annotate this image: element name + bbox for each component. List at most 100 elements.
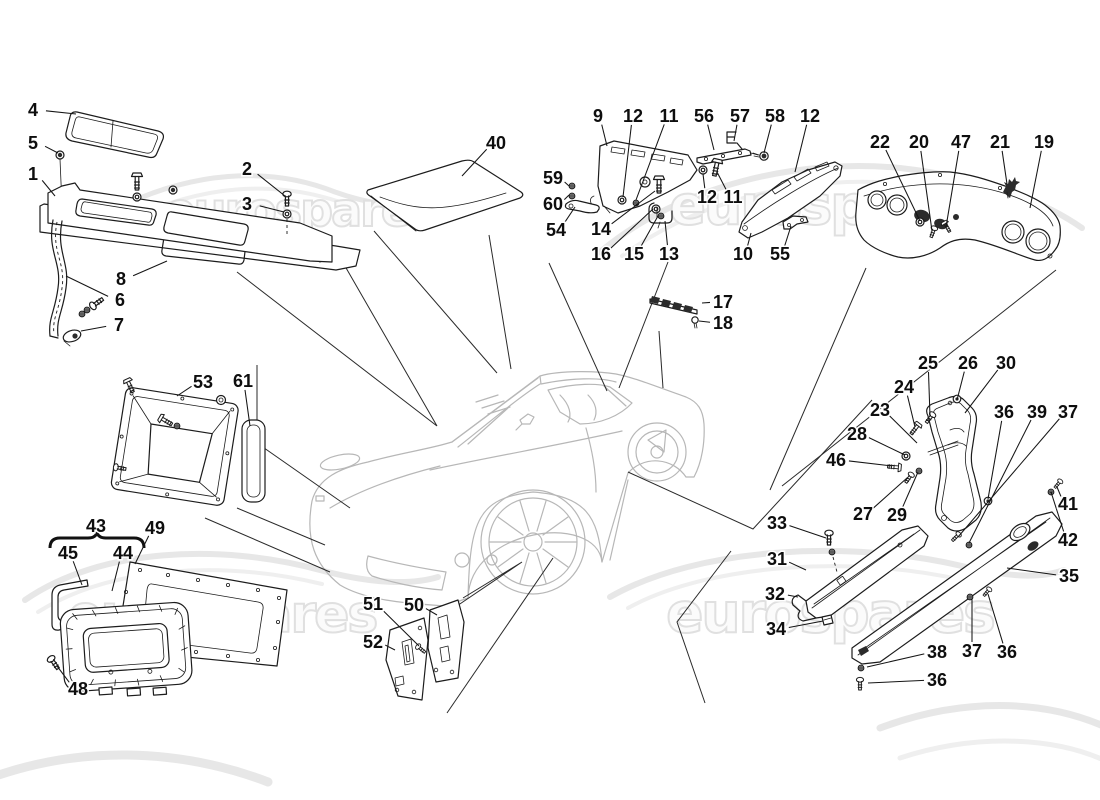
- leader-line-50-42: [425, 608, 438, 616]
- callout-17-32: 17: [713, 292, 733, 312]
- callout-2-3: 2: [242, 159, 252, 179]
- callout-22-27: 22: [870, 132, 890, 152]
- leader-line-29-52: [902, 471, 919, 508]
- callout-21-30: 21: [990, 132, 1010, 152]
- part-box-fasteners: [112, 376, 227, 474]
- callout-11-24: 11: [723, 187, 742, 207]
- leader-line-39-54: [968, 419, 1032, 544]
- part-gasket-61: [241, 419, 266, 503]
- callout-51-41: 51: [363, 594, 383, 614]
- leader-line-60-17: [563, 194, 570, 200]
- callout-54-18: 54: [546, 220, 566, 240]
- callout-12-15: 12: [800, 106, 820, 126]
- callout-59-16: 59: [543, 168, 563, 188]
- part-clip-57: [726, 131, 743, 150]
- callout-14-19: 14: [591, 219, 611, 239]
- callout-47-29: 47: [951, 132, 971, 152]
- callout-57-13: 57: [730, 106, 750, 126]
- callout-35-62: 35: [1059, 566, 1079, 586]
- callout-36-66: 36: [927, 670, 947, 690]
- leader-lines: [41, 110, 1065, 684]
- leader-line-36-66: [867, 679, 925, 684]
- leader-line-4-0: [45, 110, 77, 115]
- callout-25-44: 25: [918, 353, 938, 373]
- callout-49-39: 49: [145, 518, 165, 538]
- leader-line-23-48: [889, 415, 918, 444]
- part-sill-panel-35: [851, 511, 1063, 691]
- leader-line-55-26: [784, 225, 792, 246]
- leader-line-49-39: [134, 535, 150, 565]
- callout-41-56: 41: [1058, 494, 1078, 514]
- part-hose-end-7: [62, 329, 82, 347]
- callout-58-14: 58: [765, 106, 785, 126]
- part-plate-50: [427, 599, 465, 683]
- callout-36-53: 36: [994, 402, 1014, 422]
- part-screw-6: [78, 294, 106, 318]
- leader-line-48-40: [56, 665, 70, 683]
- leader-line-5-1: [44, 145, 59, 154]
- leader-line-20-28: [920, 150, 933, 232]
- part-gasket-4: [65, 111, 165, 159]
- leader-line-8-5: [132, 260, 168, 277]
- callout-32-60: 32: [765, 584, 785, 604]
- leader-line-1-2: [41, 180, 56, 197]
- callout-38-63: 38: [927, 642, 947, 662]
- leader-line-9-9: [601, 124, 608, 147]
- leader-line-11-11: [635, 124, 665, 201]
- callout-18-33: 18: [713, 313, 733, 333]
- leader-line-12-15: [794, 124, 808, 173]
- callout-46-50: 46: [826, 450, 846, 470]
- callout-24-47: 24: [894, 377, 914, 397]
- part-clip-34: [821, 614, 834, 626]
- callout-19-31: 19: [1034, 132, 1054, 152]
- callout-61-35: 61: [233, 371, 253, 391]
- callout-11-11: 11: [659, 106, 678, 126]
- leader-line-36-53: [987, 420, 1003, 500]
- leader-line-43-36: [96, 533, 99, 536]
- part-box-panel-53: [110, 387, 239, 506]
- part-rear-shield-19: [855, 171, 1061, 262]
- leader-line-54-18: [563, 206, 576, 224]
- pointer-lines: [204, 230, 1057, 714]
- callout-10-25: 10: [733, 244, 753, 264]
- callout-26-45: 26: [958, 353, 978, 373]
- leader-line-16-20: [610, 208, 654, 249]
- leader-line-12-23: [702, 173, 706, 189]
- callout-31-59: 31: [767, 549, 787, 569]
- leader-line-22-27: [885, 149, 921, 222]
- leader-line-12-10: [622, 124, 632, 198]
- leader-line-21-30: [1001, 150, 1008, 185]
- leader-line-15-21: [640, 215, 659, 247]
- leader-line-58-14: [763, 124, 772, 154]
- part-bracket-10: [738, 161, 843, 239]
- callout-12-23: 12: [697, 187, 717, 207]
- leader-line-35-62: [1006, 567, 1057, 576]
- leader-line-26-45: [956, 371, 965, 401]
- callout-50-42: 50: [404, 595, 424, 615]
- part-sill-trim-31-32: [791, 525, 929, 626]
- leader-line-25-44: [927, 371, 931, 417]
- callout-23-48: 23: [870, 400, 890, 420]
- callout-33-58: 33: [767, 513, 787, 533]
- callout-12-10: 12: [623, 106, 643, 126]
- leader-line-27-51: [872, 477, 908, 509]
- leader-line-57-13: [733, 124, 738, 142]
- callout-6-6: 6: [115, 290, 125, 310]
- callout-39-54: 39: [1027, 402, 1047, 422]
- callout-53-34: 53: [193, 372, 213, 392]
- leader-line-17-32: [701, 301, 711, 304]
- leader-line-37-55: [957, 418, 1060, 538]
- part-strut-56: [696, 148, 759, 165]
- part-frame-43-44: [59, 601, 193, 697]
- leader-line-33-58: [789, 525, 827, 539]
- part-grille-strip-17: [649, 296, 699, 329]
- leader-line-41-56: [1056, 486, 1062, 497]
- callout-5-1: 5: [28, 133, 38, 153]
- callout-45-37: 45: [58, 543, 78, 563]
- leader-line-46-50: [848, 460, 893, 467]
- leader-line-34-61: [788, 620, 824, 629]
- callout-55-26: 55: [770, 244, 790, 264]
- leader-line-52-43: [384, 644, 396, 651]
